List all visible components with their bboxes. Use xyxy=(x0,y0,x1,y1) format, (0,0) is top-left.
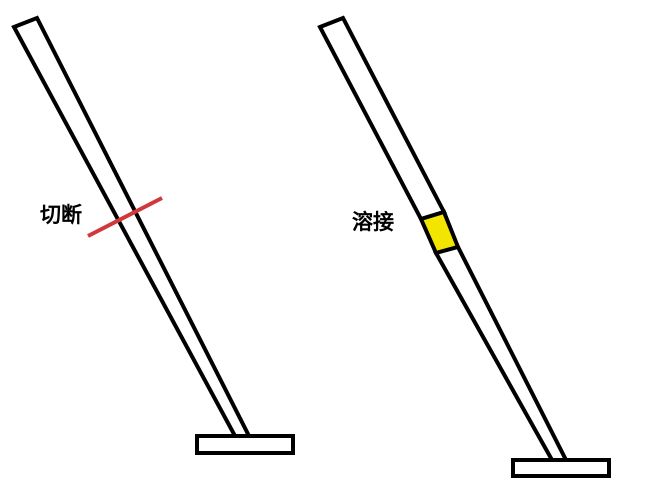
right-pole-lower xyxy=(433,244,570,462)
left-pole xyxy=(11,15,253,438)
cut-label: 切断 xyxy=(40,203,82,227)
right-pole-assembly: 溶接 xyxy=(317,15,611,478)
cut-line xyxy=(87,196,163,238)
left-pole-assembly: 切断 xyxy=(11,15,295,455)
right-base-plate xyxy=(511,458,611,478)
weld-label: 溶接 xyxy=(352,210,394,234)
right-pole-upper xyxy=(317,15,447,222)
left-base-plate xyxy=(195,434,295,455)
